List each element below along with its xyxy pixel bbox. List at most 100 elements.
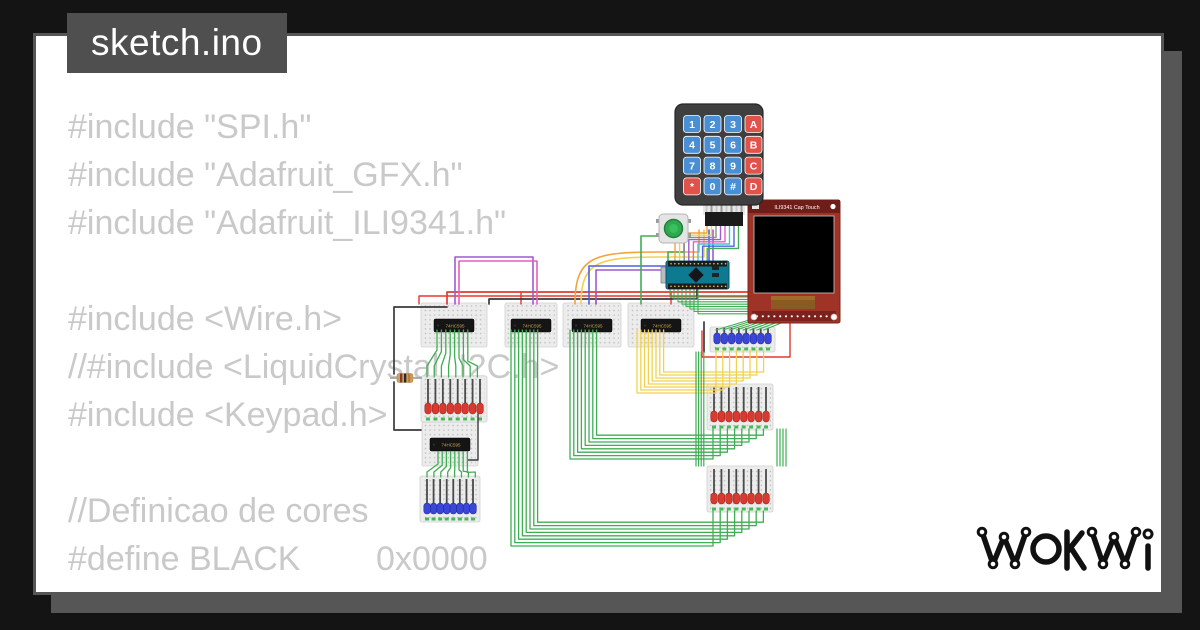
svg-text:*: * (690, 181, 695, 193)
red-led (710, 492, 718, 505)
blue-led (423, 502, 431, 515)
blue-led (749, 332, 758, 345)
wire (688, 225, 722, 262)
red-led (740, 492, 748, 505)
svg-text:7: 7 (689, 160, 695, 172)
ic-label: 74HC595 (441, 443, 461, 448)
keypad-key-B: B (744, 135, 763, 154)
ic-label: 74HC595 (445, 324, 465, 329)
wire (466, 451, 476, 478)
svg-text:8: 8 (710, 160, 716, 172)
breadboard: 74HC595 (627, 302, 695, 348)
nano-pin-headers (670, 262, 727, 288)
blue-led (713, 332, 721, 345)
keypad-key-5: 5 (703, 135, 722, 154)
keypad-key-1: 1 (683, 115, 701, 133)
ic-chip: 74HC595 (510, 318, 552, 333)
ic-chip: 74HC595 (571, 318, 613, 333)
breadboard (420, 375, 488, 423)
red-led (732, 410, 740, 423)
breadboard: 74HC595 (562, 302, 622, 348)
code-line: #define BLACK 0x0000 (68, 540, 488, 578)
wire (533, 329, 757, 527)
svg-text:2: 2 (710, 119, 716, 131)
wokwi-logo: WOKWI (975, 519, 1160, 575)
wokwi-logo-graphic: WOKWI (976, 526, 1154, 571)
wire (659, 329, 758, 376)
keypad-key-A: A (744, 115, 763, 133)
wire (574, 229, 700, 305)
tft-component (752, 203, 759, 209)
blue-led (430, 502, 438, 515)
blue-led (720, 332, 728, 345)
wire (640, 329, 724, 391)
wire (462, 329, 471, 378)
keypad-key-D: D (744, 177, 763, 196)
blue-led (469, 502, 477, 515)
wire (453, 329, 457, 378)
red-led (446, 402, 454, 415)
wire (467, 413, 479, 461)
keypad-key-3: 3 (724, 115, 742, 133)
wire (433, 329, 443, 378)
breadboards: 74HC595 74HC595 74HC595 74HC595 74HC595 (419, 302, 776, 523)
red-led (762, 410, 770, 423)
breadboard (706, 383, 774, 431)
wire (655, 329, 751, 379)
tft-label: ILI9341 Cap Touch (774, 205, 819, 211)
blue-led (443, 502, 451, 515)
svg-text:9: 9 (730, 160, 736, 172)
code-line: //Definicao de cores (68, 492, 369, 530)
arduino-nano (660, 260, 730, 290)
wire (595, 329, 765, 436)
wire (393, 306, 448, 375)
wire (440, 451, 448, 478)
wire (529, 329, 750, 530)
code-snippet: #include "SPI.h"#include "Adafruit_GFX.h… (68, 103, 560, 592)
ic-label: 74HC595 (652, 324, 672, 329)
red-led (461, 402, 469, 415)
blue-led (728, 332, 736, 345)
wire (651, 329, 744, 382)
wire (643, 329, 731, 388)
circuit-diagram: 74HC595 74HC595 74HC595 74HC595 74HC595 ILI9… (390, 103, 841, 547)
file-tab: sketch.ino (67, 13, 287, 73)
wire (458, 260, 538, 305)
red-led (717, 492, 726, 505)
red-led (755, 410, 763, 423)
ribbon-connector (705, 212, 743, 226)
ic-label: 74HC595 (583, 324, 603, 329)
ic-chip: 74HC595 (640, 318, 682, 333)
breadboard (706, 465, 774, 513)
red-led (732, 492, 740, 505)
wire (701, 320, 791, 358)
wire (576, 329, 729, 453)
ic-label: 74HC595 (522, 324, 542, 329)
wire (592, 329, 757, 440)
code-line: #define BLUE 0x001F (68, 583, 559, 592)
blue-led (764, 332, 772, 345)
wire (458, 451, 463, 478)
red-led (424, 402, 432, 415)
preview-card: #include "SPI.h"#include "Adafruit_GFX.h… (33, 33, 1164, 595)
keypad-key-8: 8 (703, 156, 722, 175)
svg-text:4: 4 (689, 140, 695, 152)
file-name: sketch.ino (91, 22, 263, 63)
blue-led (449, 502, 457, 515)
svg-text:A: A (750, 119, 758, 131)
breadboard: 74HC595 (421, 421, 479, 467)
svg-text:D: D (750, 181, 758, 193)
breadboard (709, 326, 776, 353)
tft-hole-icon (750, 313, 758, 321)
ic-chip: 74HC595 (429, 437, 471, 452)
wire (467, 329, 479, 378)
code-line: #include "Adafruit_GFX.h" (68, 156, 463, 194)
wire (536, 329, 765, 523)
code-line: //#include <LiquidCrystal_I2C.h> (68, 348, 560, 386)
keypad-key-9: 9 (724, 156, 742, 175)
wire (426, 451, 439, 478)
keypad-key-4: 4 (683, 135, 701, 154)
keypad-key-6: 6 (724, 135, 742, 154)
